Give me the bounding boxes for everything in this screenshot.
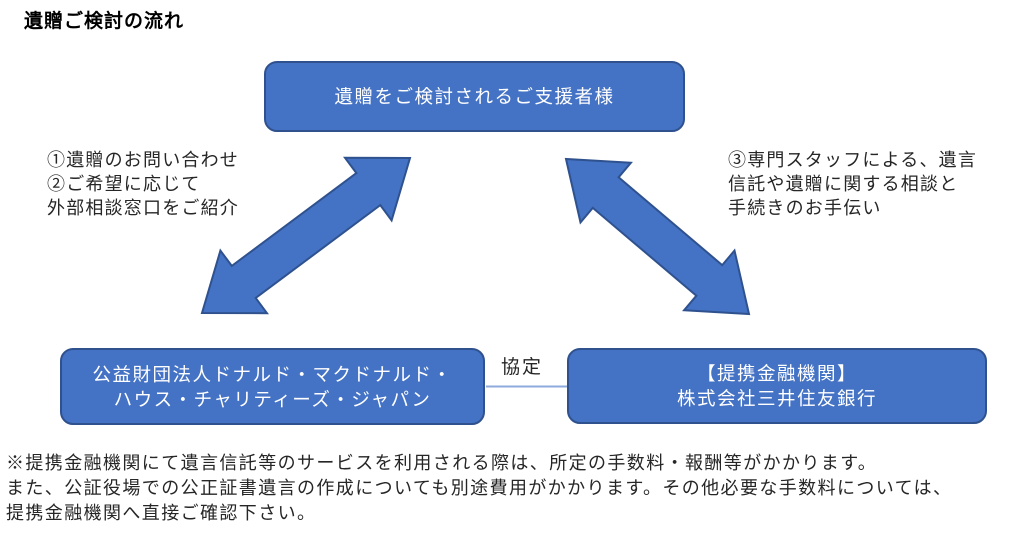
note-line: 外部相談窓口をご紹介 <box>47 198 239 218</box>
footnote-line: 提携金融機関へ直接ご確認下さい。 <box>6 503 317 523</box>
partnership-label: 協定 <box>501 357 544 378</box>
box-supporter: 遺贈をご検討されるご支援者様 <box>264 61 685 132</box>
footnote: ※提携金融機関にて遺言信託等のサービスを利用される際は、所定の手数料・報酬等がか… <box>6 451 952 526</box>
box-foundation: 公益財団法人ドナルド・マクドナルド・ ハウス・チャリティーズ・ジャパン <box>60 348 485 425</box>
note-line: ②ご希望に応じて <box>47 174 201 194</box>
footnote-line: また、公証役場での公正証書遺言の作成についても別途費用がかかります。その他必要な… <box>6 478 953 498</box>
note-line: 手続きのお手伝い <box>728 198 882 218</box>
page-title: 遺贈ご検討の流れ <box>24 11 185 32</box>
note-line: ①遺贈のお問い合わせ <box>47 150 239 170</box>
note-staff-support: ③専門スタッフによる、遺言 信託や遺贈に関する相談と 手続きのお手伝い <box>728 148 977 220</box>
box-supporter-label: 遺贈をご検討されるご支援者様 <box>334 86 615 107</box>
box-partner-bank: 【提携金融機関】 株式会社三井住友銀行 <box>567 348 987 424</box>
note-inquiry-steps: ①遺贈のお問い合わせ ②ご希望に応じて 外部相談窓口をご紹介 <box>47 148 239 220</box>
box-partner-bank-line: 株式会社三井住友銀行 <box>676 388 877 409</box>
left-double-arrow <box>200 156 412 315</box>
box-partner-bank-line: 【提携金融機関】 <box>696 363 857 384</box>
box-foundation-line: ハウス・チャリティーズ・ジャパン <box>113 388 432 410</box>
footnote-line: ※提携金融機関にて遺言信託等のサービスを利用される際は、所定の手数料・報酬等がか… <box>6 453 878 473</box>
note-line: ③専門スタッフによる、遺言 <box>728 150 978 170</box>
right-double-arrow <box>564 157 751 316</box>
note-line: 信託や遺贈に関する相談と <box>728 174 959 194</box>
box-foundation-line: 公益財団法人ドナルド・マクドナルド・ <box>92 363 453 385</box>
